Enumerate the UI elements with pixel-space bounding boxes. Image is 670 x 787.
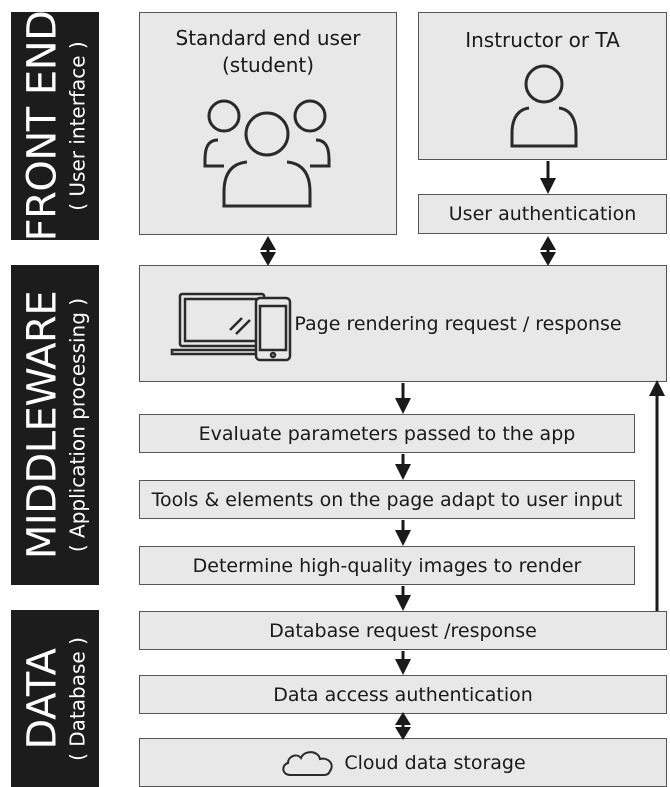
front-end-band: FRONT END ( User interface ) <box>11 12 99 240</box>
student-sublabel: (student) <box>221 53 315 77</box>
tools-to-determine-arrow <box>395 520 411 546</box>
evaluate-to-tools-arrow <box>395 454 411 480</box>
cloud-storage-label: Cloud data storage <box>344 751 526 774</box>
front-end-title: FRONT END <box>19 12 66 240</box>
student-double-arrow <box>260 236 276 266</box>
middleware-band: MIDDLEWARE ( Application processing ) <box>11 265 99 585</box>
data-subtitle: ( Database ) <box>65 636 90 761</box>
data-band: DATA ( Database ) <box>11 610 99 787</box>
rendering-to-evaluate-arrow <box>395 383 411 414</box>
single-user-icon <box>510 64 578 148</box>
student-box: Standard end user (student) <box>139 12 397 235</box>
cloud-storage-box: Cloud data storage <box>139 738 667 787</box>
cloud-icon <box>282 750 333 776</box>
evaluate-parameters-label: Evaluate parameters passed to the app <box>198 422 576 445</box>
middleware-subtitle: ( Application processing ) <box>65 297 90 553</box>
tools-adapt-box: Tools & elements on the page adapt to us… <box>139 480 635 519</box>
database-request-label: Database request /response <box>269 619 537 642</box>
group-users-icon <box>203 99 331 208</box>
database-request-box: Database request /response <box>139 611 667 650</box>
data-title: DATA <box>19 647 66 750</box>
student-label: Standard end user <box>175 26 361 50</box>
data-access-authentication-box: Data access authentication <box>139 675 667 714</box>
evaluate-parameters-box: Evaluate parameters passed to the app <box>139 414 635 453</box>
return-arrow <box>649 380 665 611</box>
user-authentication-label: User authentication <box>448 203 637 225</box>
instructor-box: Instructor or TA <box>418 12 667 160</box>
determine-to-database-arrow <box>395 586 411 611</box>
auth-double-arrow <box>540 236 556 266</box>
determine-images-box: Determine high-quality images to render <box>139 546 635 585</box>
determine-images-label: Determine high-quality images to render <box>192 554 582 577</box>
middleware-title: MIDDLEWARE <box>19 290 66 560</box>
instructor-label: Instructor or TA <box>465 28 620 52</box>
database-to-access-arrow <box>395 651 411 675</box>
front-end-subtitle: ( User interface ) <box>65 41 90 211</box>
data-access-authentication-label: Data access authentication <box>273 683 533 706</box>
page-rendering-box: Page rendering request / response <box>139 265 667 382</box>
page-rendering-label: Page rendering request / response <box>294 312 622 335</box>
laptop-phone-icon <box>170 292 292 362</box>
user-authentication-box: User authentication <box>418 194 667 234</box>
access-storage-double-arrow <box>395 712 411 740</box>
instructor-to-auth-arrow <box>540 161 556 194</box>
tools-adapt-label: Tools & elements on the page adapt to us… <box>151 488 623 511</box>
